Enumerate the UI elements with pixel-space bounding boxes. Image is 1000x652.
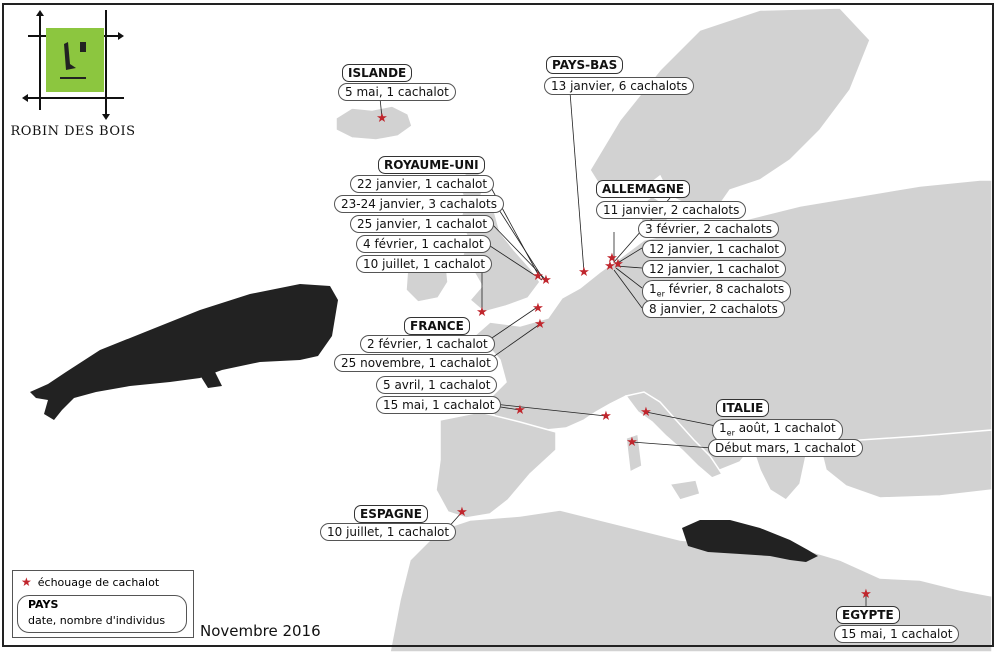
event-royaume-uni-1: 23-24 janvier, 3 cachalots [334,195,504,213]
star-france-3: ★ [600,409,612,424]
country-espagne: ESPAGNE [354,505,428,523]
robin-des-bois-logo: ROBIN DES BOIS [6,6,140,139]
star-icon: ★ [21,575,32,589]
country-italie: ITALIE [716,399,770,417]
small-whale-illustration [682,520,818,562]
star-france-1: ★ [532,301,544,316]
event-allemagne-2: 12 janvier, 1 cachalot [642,240,787,258]
country-france: FRANCE [404,317,470,335]
star-uk-1: ★ [532,269,544,284]
star-uk-2: ★ [540,273,552,288]
star-italy-1: ★ [640,405,652,420]
star-uk-3: ★ [476,305,488,320]
sicily [668,479,701,501]
event-royaume-uni-2: 25 janvier, 1 cachalot [350,215,495,233]
star-france-4: ★ [514,403,526,418]
star-netherlands: ★ [578,265,590,280]
country-allemagne: ALLEMAGNE [596,180,691,198]
event-egypte-0: 15 mai, 1 cachalot [834,625,960,643]
event-allemagne-0: 11 janvier, 2 cachalots [596,201,747,219]
iceland [335,105,413,141]
map-date: Novembre 2016 [200,622,321,640]
turkey [819,429,993,499]
country-pays-bas: PAYS-BAS [546,56,624,74]
event-islande-0: 5 mai, 1 cachalot [338,83,456,101]
country-islande: ISLANDE [342,64,413,82]
star-spain: ★ [456,505,468,520]
event-italie-1: Début mars, 1 cachalot [708,439,863,457]
event-france-0: 2 février, 1 cachalot [360,335,495,353]
star-egypt: ★ [860,587,872,602]
legend-description: date, nombre d'individus [28,614,166,627]
event-royaume-uni-4: 10 juillet, 1 cachalot [356,255,493,273]
star-france-2: ★ [534,317,546,332]
country-royaume-uni: ROYAUME-UNI [378,156,485,174]
star-germany-2: ★ [612,257,624,272]
event-france-2: 5 avril, 1 cachalot [376,376,498,394]
event-royaume-uni-3: 4 février, 1 cachalot [356,235,491,253]
event-allemagne-5: 8 janvier, 2 cachalots [642,300,785,318]
sperm-whale-illustration [30,284,338,420]
stranding-stars: ★ ★ ★ ★ ★ ★ ★ ★ ★ ★ ★ ★ ★ ★ ★ ★ [376,111,872,602]
event-royaume-uni-0: 22 janvier, 1 cachalot [350,175,495,193]
star-iceland: ★ [376,111,388,126]
event-france-1: 25 novembre, 1 cachalot [334,354,498,372]
star-germany-3: ★ [604,259,616,274]
logo-text: ROBIN DES BOIS [10,124,136,139]
iberia [435,411,557,519]
legend-country-label: PAYS [28,598,59,611]
legend-star-label: échouage de cachalot [37,576,160,589]
event-allemagne-1: 3 février, 2 cachalots [638,220,779,238]
italy [624,391,724,479]
legend: ★ échouage de cachalot PAYS date, nombre … [12,570,194,638]
event-france-3: 15 mai, 1 cachalot [376,396,502,414]
country-egypte: EGYPTE [836,606,900,624]
sardinia [625,432,643,474]
star-germany-1: ★ [606,251,618,266]
event-espagne-0: 10 juillet, 1 cachalot [320,523,457,541]
event-allemagne-3: 12 janvier, 1 cachalot [642,260,787,278]
star-italy-2: ★ [626,435,638,450]
event-pays-bas-0: 13 janvier, 6 cachalots [544,77,695,95]
